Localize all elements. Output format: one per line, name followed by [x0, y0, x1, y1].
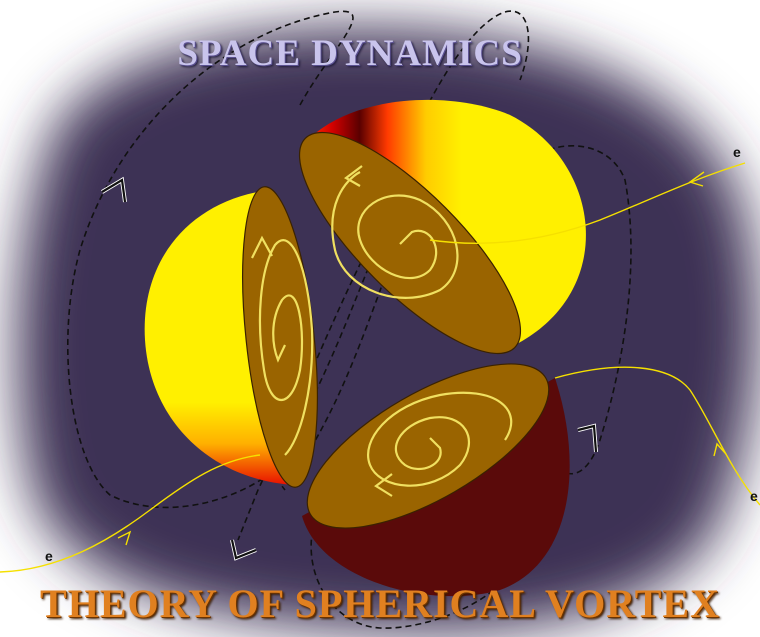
- electron-path-right: [429, 162, 746, 244]
- cut-face-top: [298, 131, 522, 355]
- field-line-top: [419, 10, 530, 121]
- subtitle-spherical-vortex: THEORY OF SPHERICAL VORTEX: [40, 581, 720, 626]
- spiral-left-arrow-icon: [251, 235, 273, 259]
- spiral-left: [258, 239, 314, 456]
- field-line-bottom: [310, 519, 521, 629]
- spiral-top: [331, 171, 459, 299]
- hemisphere-left: [144, 186, 318, 488]
- electron-arrow-right-icon: [688, 171, 705, 187]
- spiral-bottom-arrow-icon: [374, 473, 393, 497]
- electron-label-bottom-right: e: [750, 488, 758, 504]
- electron-arrow-left-icon: [117, 530, 132, 546]
- spiral-top-arrow-icon: [344, 165, 363, 187]
- cut-face-bottom: [306, 363, 550, 529]
- hemisphere-bottom: [302, 363, 570, 597]
- electron-label-left: e: [45, 548, 53, 564]
- field-arrows: [100, 176, 598, 561]
- electron-arrow-bottom-right-icon: [713, 442, 727, 457]
- electron-path-bottom-right: [554, 366, 760, 506]
- cut-face-left: [242, 186, 318, 488]
- field-line-right: [539, 144, 632, 475]
- electron-paths: [0, 162, 760, 573]
- hemisphere-top: [298, 99, 586, 355]
- title-space-dynamics: SPACE DYNAMICS: [177, 33, 523, 74]
- electron-arrows: [117, 171, 727, 546]
- electron-label-right: e: [733, 144, 741, 160]
- electron-path-left: [0, 454, 261, 573]
- spiral-bottom: [367, 391, 513, 487]
